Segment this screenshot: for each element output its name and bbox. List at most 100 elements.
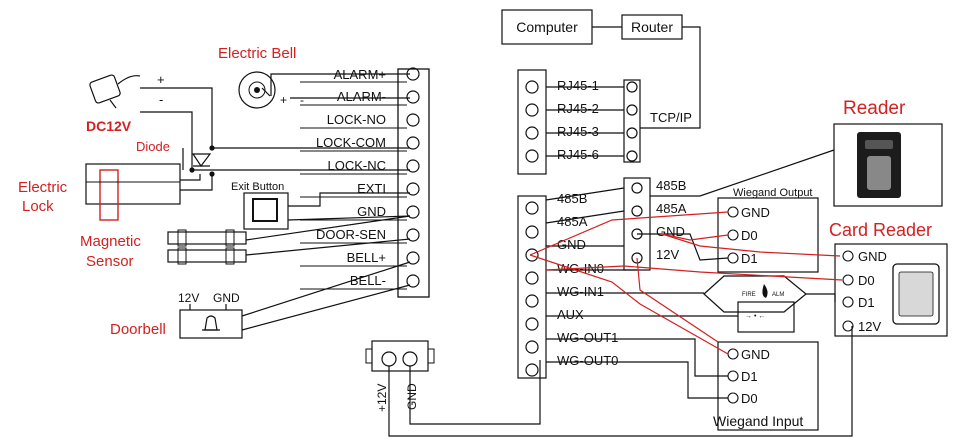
terminal-labels: ALARM+ ALARM- LOCK-NO LOCK-COM LOCK-NC E… [316,67,386,288]
main-label-gnd: GND [557,237,586,252]
exit-button-icon [243,192,289,230]
rj45-left-screw-4 [525,149,539,163]
controller-screw-5 [525,294,539,308]
exit-module-right-mark: ALM [772,292,784,298]
card-reader-title: Card Reader [829,220,932,240]
wiegand-input-d1: D1 [741,369,758,384]
wiegand-input-title: Wiegand Input [713,413,803,429]
power-gnd-label: GND [405,383,419,410]
mid-label-485b: 485B [656,178,686,193]
exit-module: FIRE ALM → • ← [703,275,807,333]
terminal-label-door-sen: DOOR-SEN [316,227,386,242]
terminal-label-bell-minus: BELL- [350,273,386,288]
wiegand-input-gnd: GND [741,347,770,362]
power-12v-label: +12V [375,384,389,412]
controller-screw-2 [525,225,539,239]
main-label-485b: 485B [557,191,587,206]
card-reader: Card Reader GND D0 D1 12V [829,220,948,337]
terminal-label-bell-plus: BELL+ [347,250,386,265]
dc12v-adapter: + - DC12V [86,72,410,171]
wiegand-output-gnd: GND [741,205,770,220]
terminal-screw-8 [406,228,420,242]
adapter-minus-sign: - [159,92,163,107]
controller-screw-7 [525,340,539,354]
rj45-label-1: RJ45-1 [557,78,599,93]
diode-label: Diode [136,139,170,154]
card-reader-d1: D1 [858,295,875,310]
rj45-label-6: RJ45-6 [557,147,599,162]
rj45-left-screw-1 [525,80,539,94]
router-label: Router [631,19,673,35]
card-reader-12v: 12V [858,319,881,334]
adapter-plus-sign: + [157,72,165,87]
network: Computer Router TCP/IP [501,9,701,129]
rj45-label-2: RJ45-2 [557,101,599,116]
terminal-screw-7 [406,205,420,219]
wiegand-output-d0: D0 [741,228,758,243]
rj45-left-screw-3 [525,126,539,140]
red-wires [529,211,843,355]
terminal-label-lock-nc: LOCK-NC [327,158,386,173]
wiegand-output-title: Wiegand Output [733,187,813,199]
main-label-485a: 485A [557,214,588,229]
reader-title: Reader [843,98,906,119]
mid-screw-1 [631,182,643,194]
rj45-right-screw-3 [626,127,638,139]
magnetic-sensor: Magnetic Sensor [80,215,411,270]
controller-screw-3 [525,248,539,262]
wiegand-output-d1: D1 [741,251,758,266]
card-reader-d0: D0 [858,273,875,288]
fire-icon [762,284,768,298]
reader: Reader [650,98,943,207]
bell-icon [238,71,276,109]
doorbell-icon [179,309,243,339]
main-label-wg-in1: WG-IN1 [557,284,604,299]
exit-button-label: Exit Button [231,181,284,193]
terminal-screw-2 [406,90,420,104]
terminal-label-gnd: GND [357,204,386,219]
wiegand-output: Wiegand Output GND D0 D1 [717,187,819,273]
bell-plus-sign: + [280,93,287,107]
rj45-right-screw-4 [626,150,638,162]
right-black-wires [545,86,836,399]
electric-lock-label-2: Lock [22,198,54,215]
mid-label-12v: 12V [656,247,679,262]
magnetic-sensor-label-2: Sensor [86,253,134,270]
mid-label-485a: 485A [656,201,687,216]
main-label-wg-out1: WG-OUT1 [557,330,618,345]
terminal-label-exti: EXTI [357,181,386,196]
card-reader-gnd: GND [858,249,887,264]
electric-bell: Electric Bell + - [218,45,410,109]
doorbell-gnd-label: GND [213,291,240,305]
mid-label-gnd: GND [656,224,685,239]
computer-label: Computer [516,19,578,35]
terminal-screw-3 [406,113,420,127]
terminal-screw-9 [406,251,420,265]
terminal-label-lock-no: LOCK-NO [327,112,386,127]
power-adapter-icon [89,74,121,104]
mid-screw-2 [631,205,643,217]
exit-button: Exit Button [231,181,411,230]
dc12v-label: DC12V [86,118,132,134]
controller-screw-4 [525,271,539,285]
doorbell-12v-label: 12V [178,291,199,305]
terminal-screw-10 [406,274,420,288]
electric-lock-icon [85,163,181,205]
controller-screw-8 [525,363,539,377]
doorbell: Doorbell 12V GND [110,261,411,339]
exit-module-left-mark: FIRE [742,292,756,298]
tcpip-label: TCP/IP [650,110,692,125]
main-terminal-strip [397,67,430,298]
electric-bell-label: Electric Bell [218,45,296,62]
main-label-wg-out0: WG-OUT0 [557,353,618,368]
diode-icon [191,153,212,168]
sensor-bar-top [167,231,247,245]
terminal-screw-6 [406,182,420,196]
electric-lock: Electric Lock [18,163,213,221]
diode: Diode [136,139,215,177]
terminal-screw-5 [406,159,420,173]
wiegand-input: GND D1 D0 Wiegand Input [713,341,819,431]
rj45-strip: RJ45-1 RJ45-2 RJ45-3 RJ45-6 [517,69,641,175]
electric-lock-label-1: Electric [18,179,68,196]
